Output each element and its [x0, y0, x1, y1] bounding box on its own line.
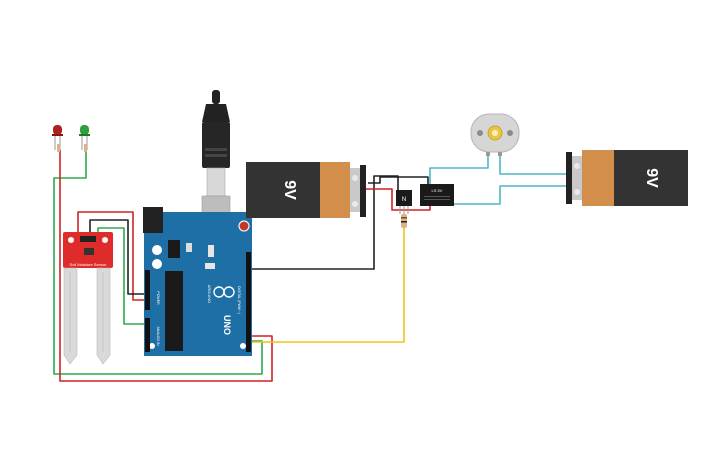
board-brand-label: ARDUINO: [207, 285, 212, 303]
red-led-resistor: [57, 144, 60, 152]
usb-grip-1: [205, 148, 227, 151]
relay[interactable]: LS 5V: [420, 184, 454, 206]
digital-section-label: DIGITAL (PWM ~): [237, 286, 241, 314]
sensor-chip: [84, 248, 94, 255]
battery-left-cap: [320, 162, 350, 218]
sensor-header: [80, 236, 96, 242]
soil-moisture-sensor[interactable]: Soil Moisture Sensor: [63, 232, 113, 365]
red-led-body: [53, 125, 62, 135]
wire-cyan-relay-motor-a[interactable]: [429, 152, 489, 184]
green-led-rim: [79, 134, 90, 136]
board-model-label: UNO: [222, 315, 232, 335]
relay-line-2: [424, 199, 450, 200]
battery-right-snap: [566, 152, 572, 204]
wire-red-led-loop[interactable]: [59, 150, 273, 382]
battery-left-terminal-neg[interactable]: [352, 201, 358, 207]
usb-grip-2: [205, 154, 227, 157]
red-led-rim: [52, 134, 63, 136]
analog-header[interactable]: [145, 318, 150, 352]
wire-black-battery-relay[interactable]: [368, 176, 429, 186]
resistor-band-2: [401, 221, 407, 223]
dc-motor[interactable]: [470, 113, 520, 156]
wire-green-sensor-signal[interactable]: [97, 227, 144, 325]
transistor[interactable]: N: [396, 190, 412, 214]
wire-green-led-loop[interactable]: [53, 150, 263, 375]
usb-connector-metal: [206, 167, 226, 197]
transistor-body: [396, 190, 412, 206]
wire-red-battery-relay[interactable]: [366, 188, 431, 211]
battery-right-terminal-pos[interactable]: [574, 163, 580, 169]
motor-shaft: [492, 130, 498, 136]
led-indicator-l: [208, 245, 214, 257]
battery-left-terminal-pos[interactable]: [352, 175, 358, 181]
relay-body: [420, 184, 454, 206]
battery-right-clip: [572, 156, 582, 200]
mount-hole-1: [152, 245, 162, 255]
wire-cyan-relay-battery[interactable]: [451, 185, 572, 205]
battery-right-terminal-neg[interactable]: [574, 189, 580, 195]
battery-right-body: [614, 150, 688, 206]
transistor-label: N: [402, 197, 406, 203]
mount-hole-4: [149, 343, 155, 349]
component-cap: [205, 263, 215, 269]
battery-left-label: 9V: [281, 180, 298, 200]
battery-left-clip: [350, 168, 360, 212]
resistor-band-1: [401, 217, 407, 219]
mount-hole-2: [152, 259, 162, 269]
crystal: [186, 243, 192, 252]
green-led-body: [80, 125, 89, 135]
sensor-mount-hole-left: [68, 237, 74, 243]
motor-terminal-a[interactable]: [486, 152, 490, 156]
arduino-uno-board[interactable]: UNO ARDUINO POWER ANALOG IN DIGITAL (PWM…: [143, 207, 252, 356]
wire-black-sensor-gnd[interactable]: [89, 219, 144, 295]
wire-cyan-motor-battery[interactable]: [499, 152, 572, 175]
arduino-logo-loop-right: [223, 286, 235, 298]
motor-terminal-b[interactable]: [498, 152, 502, 156]
battery-right-cap: [582, 150, 614, 206]
battery-left-snap: [360, 165, 366, 217]
green-led[interactable]: [79, 125, 90, 152]
base-resistor[interactable]: [401, 214, 407, 228]
analog-section-label: ANALOG IN: [156, 326, 160, 346]
battery-right-label: 9V: [643, 168, 660, 188]
relay-label: LS 5V: [432, 188, 443, 193]
battery-left-body: [246, 162, 320, 218]
relay-line-1: [424, 196, 450, 197]
wire-yellow-signal[interactable]: [250, 226, 405, 343]
motor-screw-left: [477, 130, 483, 136]
arduino-logo: [213, 286, 235, 298]
usb-cable-neck: [202, 104, 230, 122]
mount-hole-3: [240, 343, 246, 349]
atmega-chip: [165, 271, 183, 351]
battery-right[interactable]: 9V: [566, 150, 688, 206]
power-section-label: POWER: [156, 291, 160, 305]
reset-button[interactable]: [238, 220, 250, 232]
usb-chip: [168, 240, 180, 258]
red-led[interactable]: [52, 125, 63, 152]
usb-cable[interactable]: [201, 90, 231, 217]
motor-screw-right: [507, 130, 513, 136]
sensor-mount-hole-right: [102, 237, 108, 243]
wire-black-gnd-transistor[interactable]: [252, 175, 399, 270]
digital-header[interactable]: [246, 252, 251, 352]
usb-cable-strain-relief: [212, 90, 220, 104]
sensor-label: Soil Moisture Sensor: [70, 262, 108, 267]
power-header[interactable]: [145, 270, 150, 310]
green-led-resistor: [84, 144, 87, 152]
wire-red-sensor-power[interactable]: [77, 211, 144, 301]
battery-left[interactable]: 9V: [246, 162, 366, 218]
dc-power-jack: [143, 207, 163, 233]
usb-plug-body: [202, 122, 230, 168]
